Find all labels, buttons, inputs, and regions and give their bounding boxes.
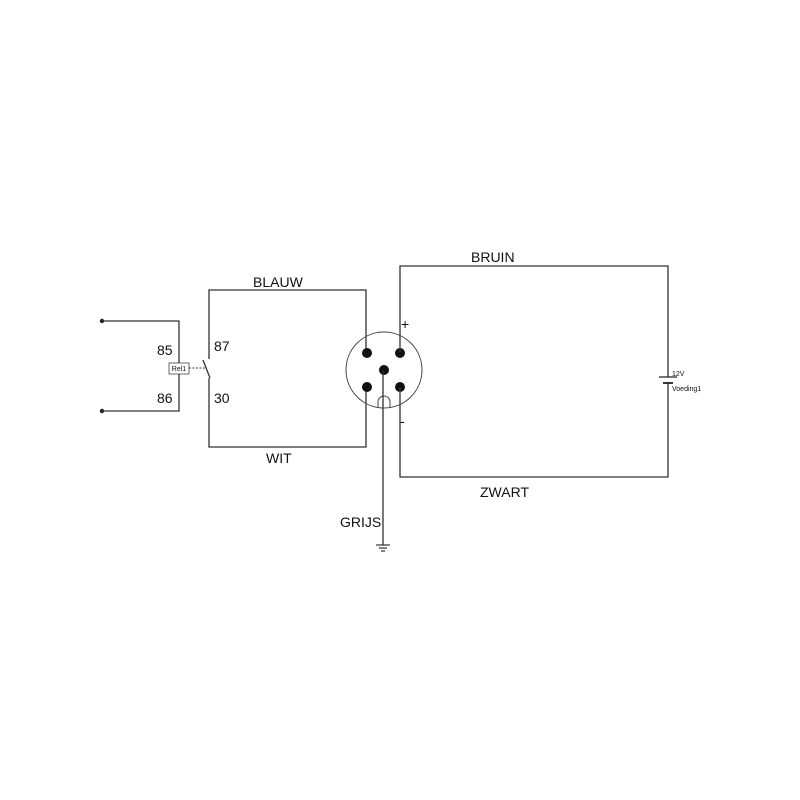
wire-85 [102, 320, 180, 363]
wire-bruin [399, 265, 669, 377]
pin-30-label: 30 [214, 390, 230, 406]
relay-coil-wiring: Rel1 85 86 [99, 318, 206, 414]
connector-pin [362, 382, 372, 392]
wire-label-grijs: GRIJS [340, 514, 381, 530]
pin-86-label: 86 [157, 390, 173, 406]
supply-voltage: 12V [672, 371, 685, 378]
wire-86 [102, 374, 180, 412]
wire-label-bruin: BRUIN [471, 249, 515, 265]
wire-label-zwart: ZWART [480, 484, 529, 500]
pin-85-label: 85 [157, 342, 173, 358]
switch-loop: 87 30 BLAUW WIT [202, 274, 367, 466]
connector-outline [345, 331, 423, 409]
supply-name: Voeding1 [672, 386, 701, 393]
wire-blauw [208, 289, 367, 359]
wire-label-blauw: BLAUW [253, 274, 304, 290]
plus-label: + [401, 316, 409, 332]
minus-label: - [400, 413, 405, 429]
relay-switch-blade [202, 359, 211, 379]
connector-pin [395, 348, 405, 358]
wire-wit [208, 378, 367, 448]
supply-loop: 12V Voeding1 BRUIN ZWART [399, 249, 701, 500]
relay-name: Rel1 [172, 366, 187, 373]
connector: + - [345, 316, 423, 429]
pin-87-label: 87 [214, 338, 230, 354]
connector-pin [362, 348, 372, 358]
connector-key-notch [377, 395, 391, 408]
connector-pin [379, 365, 389, 375]
ground: GRIJS [340, 370, 390, 552]
wire-zwart [399, 383, 669, 478]
connector-pin [395, 382, 405, 392]
wire-label-wit: WIT [266, 450, 292, 466]
